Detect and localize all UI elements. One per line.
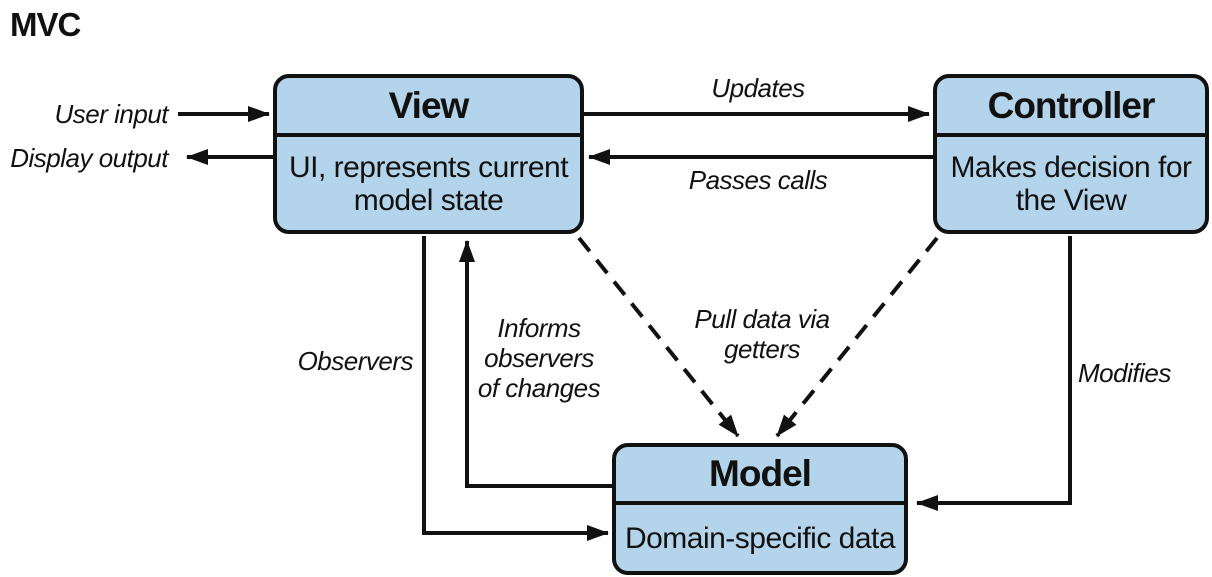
pull-data-view-arrow (577, 236, 740, 438)
informs-observers-arrow (459, 240, 612, 488)
controller-title: Controller (937, 78, 1205, 137)
passes-calls-label: Passes calls (688, 165, 828, 195)
model-title: Model (616, 447, 904, 505)
modifies-arrow (916, 236, 1072, 511)
node-controller: Controller Makes decision for the View (933, 74, 1209, 234)
display-output-label: Display output (10, 143, 168, 173)
diagram-title: MVC (10, 6, 81, 43)
node-model: Model Domain-specific data (612, 443, 908, 575)
controller-description: Makes decision for the View (950, 150, 1192, 217)
informs-observers-label: Informs observers of changes (477, 313, 601, 403)
pull-data-label: Pull data via getters (694, 304, 830, 364)
observers-label: Observers (297, 346, 414, 376)
observers-arrow (422, 236, 609, 541)
view-description: UI, represents current model state (288, 150, 569, 217)
pull-data-controller-arrow (775, 236, 939, 438)
updates-label: Updates (711, 73, 805, 103)
user-input-label: User input (54, 99, 169, 129)
model-description: Domain-specific data (624, 521, 896, 555)
node-view: View UI, represents current model state (273, 74, 584, 234)
view-title: View (277, 78, 580, 137)
modifies-label: Modifies (1078, 358, 1171, 388)
